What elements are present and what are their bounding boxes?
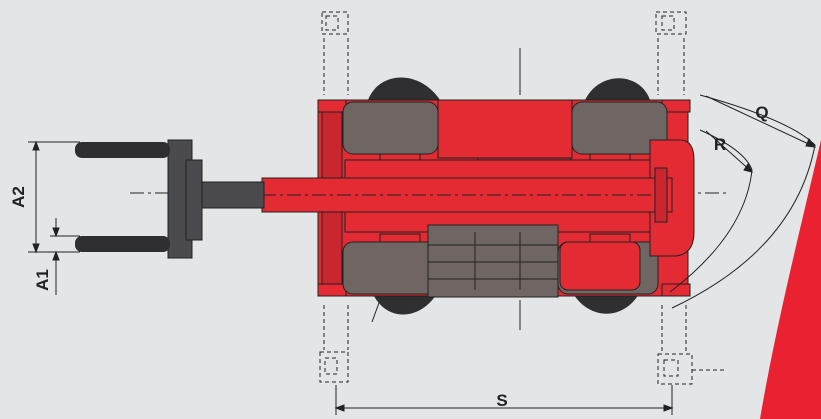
turned-wheel-outline-bottom-right	[657, 305, 726, 385]
dimension-a2	[28, 140, 80, 254]
label-q: Q	[755, 103, 768, 122]
label-a1: A1	[33, 269, 52, 291]
dimension-r	[669, 129, 753, 293]
forks	[75, 142, 170, 252]
turned-wheel-outline-bottom-left	[319, 305, 349, 383]
label-r: R	[714, 135, 726, 154]
fork-upper	[75, 142, 170, 158]
mudguards	[368, 77, 650, 315]
dimension-a1	[50, 218, 80, 295]
corner-accent-shape	[760, 140, 821, 419]
side-panel	[559, 241, 641, 291]
dimension-q	[671, 94, 817, 309]
label-a2: A2	[9, 186, 28, 208]
telescopic-boom	[261, 167, 673, 223]
fork-carriage	[167, 139, 265, 259]
fork-lower	[75, 236, 170, 252]
label-s: S	[496, 391, 507, 410]
turned-wheel-outline-top-right	[655, 11, 687, 95]
turned-wheel-outline-top-left	[321, 11, 349, 95]
operator-cab	[427, 224, 559, 298]
dimension-s	[334, 385, 674, 415]
wheel-front-left	[342, 101, 439, 155]
wheel-front-right	[342, 241, 439, 295]
